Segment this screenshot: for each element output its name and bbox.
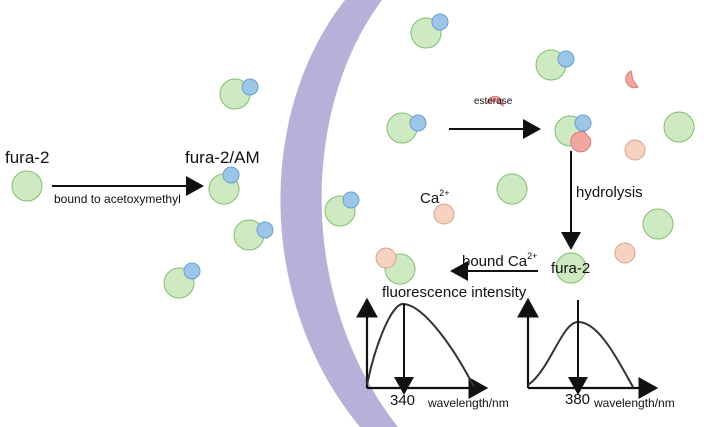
calcium-ion (614, 242, 636, 264)
calcium-ion (624, 139, 646, 161)
spectrum-plot-bound: 340 wavelength/nm (356, 297, 509, 410)
fura2-am-molecule (208, 166, 240, 205)
ca-label: Ca2+ (420, 188, 449, 207)
fura2-am-esterase-complex (554, 114, 592, 153)
acetoxymethyl-label: bound to acetoxymethyl (54, 192, 181, 206)
fura2-am-molecule (219, 78, 259, 110)
fluorescence-label: fluorescence intensity (382, 284, 527, 301)
fura2-am-molecule (233, 219, 274, 251)
calcium-ion (433, 203, 455, 225)
excitation-curve (366, 303, 475, 388)
tick-340: 340 (390, 392, 415, 409)
fura2-molecule (663, 111, 695, 143)
wavelength-label-left: wavelength/nm (427, 396, 509, 410)
fura2-label-left: fura-2 (5, 148, 49, 167)
fura2-am-molecule (386, 112, 427, 144)
fura2-molecule (642, 208, 674, 240)
fura2-molecule-left (11, 170, 43, 202)
fura2-molecule-free (555, 252, 587, 284)
bound-ca-superscript: 2+ (527, 251, 537, 261)
ca-text: Ca (420, 190, 440, 207)
fura2-molecule (496, 173, 528, 205)
fura2-am-molecule (535, 49, 575, 81)
esterase-enzyme (625, 70, 639, 89)
tick-380: 380 (565, 391, 590, 408)
fura2-label-right: fura-2 (551, 260, 590, 277)
cell-membrane (280, 0, 398, 427)
fura2-am-molecule (163, 262, 201, 299)
spectrum-plot-free: 380 wavelength/nm (517, 297, 675, 410)
esterase-label: esterase (474, 96, 513, 107)
fura2-am-label: fura-2/AM (185, 148, 260, 167)
bound-ca-label: bound Ca2+ (462, 251, 537, 270)
ca-superscript: 2+ (439, 188, 449, 198)
esterase-enzyme (486, 95, 504, 107)
fura2-am-molecule (410, 13, 449, 49)
wavelength-label-right: wavelength/nm (593, 396, 675, 410)
bound-ca-text: bound Ca (462, 253, 528, 270)
excitation-curve (527, 320, 634, 388)
fura2-ca-complex (375, 247, 416, 285)
hydrolysis-label: hydrolysis (576, 184, 643, 201)
fura2-am-molecule (324, 191, 360, 227)
